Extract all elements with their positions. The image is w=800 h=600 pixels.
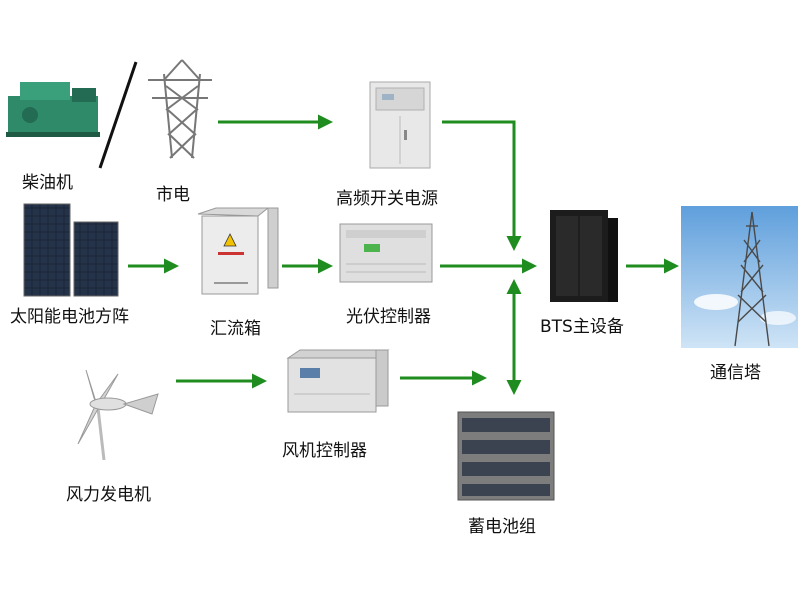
- communication-tower-icon: [681, 206, 798, 348]
- wind-turbine-label: 风力发电机: [66, 485, 151, 505]
- hf-power-cabinet-icon: [369, 81, 431, 169]
- bts-cabinet-icon: [550, 210, 618, 302]
- hf-power-label: 高频开关电源: [336, 189, 438, 209]
- battery-label: 蓄电池组: [468, 517, 536, 537]
- solar-label: 太阳能电池方阵: [10, 307, 129, 327]
- bts-label: BTS主设备: [540, 317, 624, 337]
- power-pylon-icon: [148, 59, 212, 159]
- pv-controller-icon: [339, 223, 433, 283]
- pv-ctrl-label: 光伏控制器: [346, 307, 431, 327]
- grid-label: 市电: [156, 185, 190, 205]
- wind-turbine-icon: [77, 369, 159, 461]
- tower-label: 通信塔: [710, 363, 761, 383]
- flow-arrows: [128, 114, 679, 395]
- wind-ctrl-label: 风机控制器: [282, 441, 367, 461]
- solar-panel-icon: [23, 203, 119, 297]
- switch-line: [98, 61, 138, 169]
- battery-bank-icon: [457, 411, 555, 501]
- diesel-label: 柴油机: [22, 173, 73, 193]
- combiner-box-icon: [197, 207, 279, 295]
- arrow-hf-power-to-bts: [442, 120, 522, 251]
- combiner-label: 汇流箱: [210, 319, 261, 339]
- wind-controller-icon: [286, 349, 390, 413]
- diesel-generator-icon: [6, 82, 100, 137]
